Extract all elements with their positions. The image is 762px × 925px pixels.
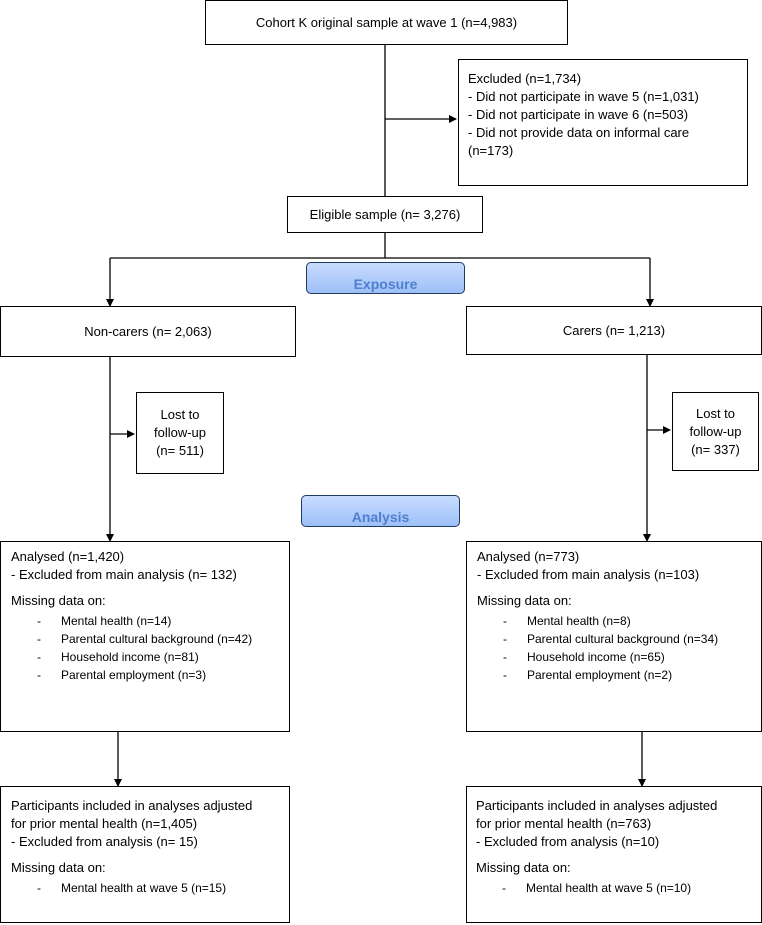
right-lost-box: Lost to follow-up (n= 337) [672, 392, 759, 471]
right-adjusted-missing-list: Mental health at wave 5 (n=10) [476, 879, 753, 897]
list-item: Mental health at wave 5 (n=15) [11, 879, 281, 897]
list-item: Mental health (n=14) [11, 612, 281, 630]
left-adjusted-excluded: - Excluded from analysis (n= 15) [11, 834, 198, 849]
list-item: Household income (n=65) [477, 648, 753, 666]
left-analysed-box: Analysed (n=1,420) - Excluded from main … [0, 541, 290, 732]
excluded-box: Excluded (n=1,734) - Did not participate… [458, 59, 748, 186]
excluded-line: - Did not participate in wave 6 (n=503) [468, 107, 689, 122]
list-item: Mental health at wave 5 (n=10) [476, 879, 753, 897]
right-missing-list: Mental health (n=8) Parental cultural ba… [477, 612, 753, 684]
left-analysed-title: Analysed (n=1,420) [11, 549, 125, 564]
list-item: Mental health (n=8) [477, 612, 753, 630]
right-lost-line: follow-up [689, 423, 742, 439]
left-lost-line: follow-up [153, 425, 207, 440]
list-item: Household income (n=81) [11, 648, 281, 666]
carers-text: Carers (n= 1,213) [562, 322, 666, 338]
right-adjusted-missing-title: Missing data on: [476, 860, 571, 875]
right-lost-line: (n= 337) [691, 441, 740, 457]
right-adjusted-excluded: - Excluded from analysis (n=10) [476, 834, 660, 849]
left-adjusted-missing-list: Mental health at wave 5 (n=15) [11, 879, 281, 897]
analysis-label-text: Analysis [351, 509, 410, 525]
left-adjusted-line1: Participants included in analyses adjust… [11, 798, 253, 813]
noncarers-text: Non-carers (n= 2,063) [84, 323, 212, 339]
right-analysed-box: Analysed (n=773) - Excluded from main an… [466, 541, 762, 732]
noncarers-box: Non-carers (n= 2,063) [0, 306, 296, 357]
exposure-label: Exposure [306, 262, 465, 294]
original-sample-text: Cohort K original sample at wave 1 (n=4,… [255, 14, 518, 30]
left-missing-title: Missing data on: [11, 593, 106, 608]
left-adjusted-box: Participants included in analyses adjust… [0, 786, 290, 923]
right-analysed-title: Analysed (n=773) [477, 549, 580, 564]
original-sample-box: Cohort K original sample at wave 1 (n=4,… [205, 0, 568, 45]
excluded-line: - Did not provide data on informal care [468, 125, 690, 140]
left-lost-line: Lost to [160, 407, 200, 422]
carers-box: Carers (n= 1,213) [466, 306, 762, 355]
list-item: Parental cultural background (n=34) [477, 630, 753, 648]
right-analysed-excluded: - Excluded from main analysis (n=103) [477, 567, 700, 582]
right-adjusted-line2: for prior mental health (n=763) [476, 816, 652, 831]
list-item: Parental cultural background (n=42) [11, 630, 281, 648]
left-lost-line: (n= 511) [156, 443, 204, 458]
left-adjusted-line2: for prior mental health (n=1,405) [11, 816, 198, 831]
left-analysed-excluded: - Excluded from main analysis (n= 132) [11, 567, 237, 582]
list-item: Parental employment (n=3) [11, 666, 281, 684]
excluded-line: - Did not participate in wave 5 (n=1,031… [468, 89, 699, 104]
left-missing-list: Mental health (n=14) Parental cultural b… [11, 612, 281, 684]
right-adjusted-box: Participants included in analyses adjust… [466, 786, 762, 923]
right-adjusted-line1: Participants included in analyses adjust… [476, 798, 718, 813]
analysis-label: Analysis [301, 495, 460, 527]
exposure-label-text: Exposure [353, 276, 418, 292]
excluded-title: Excluded (n=1,734) [468, 71, 582, 86]
right-lost-line: Lost to [695, 405, 736, 421]
list-item: Parental employment (n=2) [477, 666, 753, 684]
eligible-sample-text: Eligible sample (n= 3,276) [309, 206, 461, 222]
right-missing-title: Missing data on: [477, 593, 572, 608]
eligible-sample-box: Eligible sample (n= 3,276) [287, 196, 483, 233]
left-adjusted-missing-title: Missing data on: [11, 860, 106, 875]
excluded-line: (n=173) [468, 143, 514, 158]
left-lost-box: Lost to follow-up (n= 511) [136, 392, 224, 474]
